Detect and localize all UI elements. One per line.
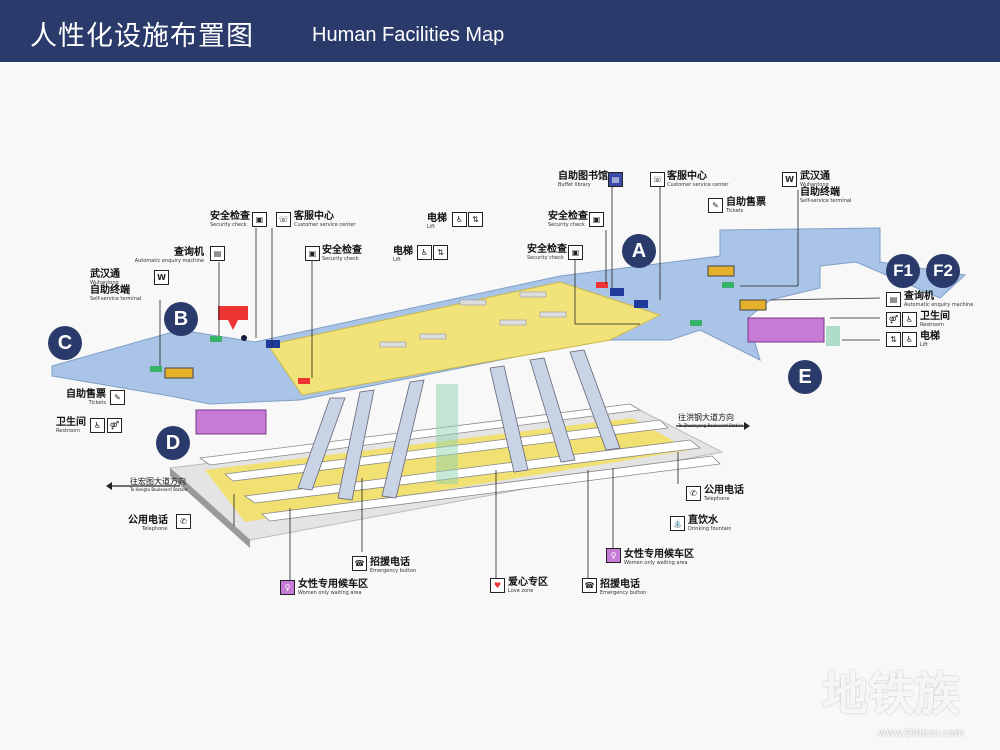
- service-marker-green-2: [210, 336, 222, 342]
- library-icon: ▤: [608, 172, 623, 187]
- entrance-f2: F2: [926, 254, 960, 288]
- customer-service-icon: ☏: [276, 212, 291, 227]
- emergency-icon: ☎: [582, 578, 597, 593]
- lift-shaft: [436, 384, 458, 484]
- service-marker-green-4: [722, 282, 734, 288]
- telephone-icon: ✆: [176, 514, 191, 529]
- lift-icon: ⇅: [886, 332, 901, 347]
- watermark-url: www.Ditiezu.com: [878, 728, 965, 739]
- you-are-here-marker: [241, 335, 247, 341]
- entrance-b: B: [164, 302, 198, 336]
- ticket-machine-top: [707, 265, 735, 277]
- arrow-left-head: [106, 482, 112, 490]
- restroom-block-left: [195, 409, 267, 435]
- service-marker-red-1: [298, 378, 310, 384]
- drinking-fountain-icon: ⛲: [670, 516, 685, 531]
- love-zone-icon: ♥: [490, 578, 505, 593]
- ticket-icon: ✎: [110, 390, 125, 405]
- entrance-a: A: [622, 234, 656, 268]
- lift-icon: ⇅: [468, 212, 483, 227]
- wheelchair-icon: ♿: [417, 245, 432, 260]
- customer-service-icon: ☏: [650, 172, 665, 187]
- platform-edge: [170, 468, 250, 548]
- women-waiting-icon: ♀: [280, 580, 295, 595]
- ticket-machine-left: [164, 367, 194, 379]
- entrance-d: D: [156, 426, 190, 460]
- service-marker-red-2: [596, 282, 608, 288]
- wheelchair-icon: ♿: [90, 418, 105, 433]
- escalators: [297, 349, 621, 501]
- restroom-icon: ⚤: [886, 312, 901, 327]
- ticket-machine-right: [739, 299, 767, 311]
- wheelchair-icon: ♿: [452, 212, 467, 227]
- watermark-logo: 地铁族: [822, 667, 960, 721]
- service-marker-blue-2: [610, 288, 624, 296]
- wheelchair-icon: ♿: [902, 312, 917, 327]
- service-marker-green-3: [690, 320, 702, 326]
- lift-right-box: [826, 326, 840, 346]
- header-bar: 人性化设施布置图 Human Facilities Map: [0, 0, 1000, 62]
- telephone-icon: ✆: [686, 486, 701, 501]
- enquiry-icon: ▤: [886, 292, 901, 307]
- arrow-right-head: [744, 422, 750, 430]
- women-waiting-icon: ♀: [606, 548, 621, 563]
- security-check-icon: ▣: [568, 245, 583, 260]
- ticket-icon: ✎: [708, 198, 723, 213]
- you-are-here-pin: [218, 306, 248, 330]
- wuhantong-icon: W: [782, 172, 797, 187]
- service-marker-blue-1: [266, 340, 280, 348]
- emergency-icon: ☎: [352, 556, 367, 571]
- security-check-icon: ▣: [589, 212, 604, 227]
- restroom-icon: ⚤: [107, 418, 122, 433]
- wheelchair-icon: ♿: [902, 332, 917, 347]
- security-check-icon: ▣: [305, 246, 320, 261]
- lift-icon: ⇅: [433, 245, 448, 260]
- title-english: Human Facilities Map: [312, 24, 505, 46]
- enquiry-icon: ▤: [210, 246, 225, 261]
- security-check-icon: ▣: [252, 212, 267, 227]
- entrance-f1: F1: [886, 254, 920, 288]
- entrance-e: E: [788, 360, 822, 394]
- paid-area: [267, 281, 662, 396]
- service-marker-green-1: [150, 366, 162, 372]
- service-marker-blue-3: [634, 300, 648, 308]
- fare-gates: [379, 291, 567, 348]
- leader-lines: [159, 184, 881, 580]
- entrance-c: C: [48, 326, 82, 360]
- title-chinese: 人性化设施布置图: [30, 21, 254, 52]
- wuhantong-icon: W: [154, 270, 169, 285]
- restroom-block-right: [747, 317, 825, 343]
